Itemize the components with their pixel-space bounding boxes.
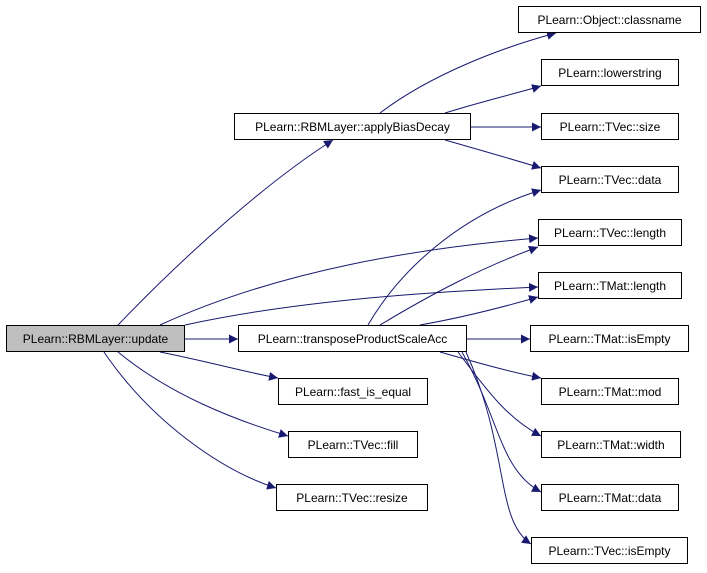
node-tmat-mod[interactable]: PLearn::TMat::mod (541, 378, 679, 405)
node-lowerstring[interactable]: PLearn::lowerstring (541, 59, 679, 86)
node-tvec-length[interactable]: PLearn::TVec::length (538, 219, 682, 246)
node-rbmlayer-applybiasdecay[interactable]: PLearn::RBMLayer::applyBiasDecay (234, 113, 471, 140)
node-tvec-resize[interactable]: PLearn::TVec::resize (276, 484, 428, 511)
node-tvec-data[interactable]: PLearn::TVec::data (541, 166, 679, 193)
node-transposeproductscaleacc[interactable]: PLearn::transposeProductScaleAcc (238, 325, 467, 352)
edge-applyBiasDecay-lowerstring (444, 84, 542, 114)
node-tmat-data[interactable]: PLearn::TMat::data (541, 484, 679, 511)
node-object-classname[interactable]: PLearn::Object::classname (518, 6, 701, 33)
node-rbmlayer-update[interactable]: PLearn::RBMLayer::update (6, 325, 185, 352)
edge-applyBiasDecay-tvec_data (444, 139, 542, 170)
edge-transpose-tmat_length (419, 295, 539, 326)
node-tmat-length[interactable]: PLearn::TMat::length (538, 272, 682, 299)
edge-update-tmat_length (184, 282, 539, 326)
edge-update-tvec_fill (117, 351, 289, 438)
edge-transpose-tvec_isEmpty (465, 351, 532, 545)
edge-transpose-tmat_width (457, 351, 542, 437)
node-tmat-isempty[interactable]: PLearn::TMat::isEmpty (530, 325, 689, 352)
node-fast-is-equal[interactable]: PLearn::fast_is_equal (278, 378, 428, 405)
node-tmat-width[interactable]: PLearn::TMat::width (541, 431, 681, 458)
node-tvec-isempty[interactable]: PLearn::TVec::isEmpty (531, 537, 688, 564)
edge-applyBiasDecay-object_classname (379, 30, 557, 114)
edge-transpose-tvec_data (367, 188, 542, 326)
edge-update-fast_is_equal (159, 351, 279, 381)
edge-update-tvec_resize (103, 351, 277, 490)
edge-transpose-tmat_data (461, 351, 542, 493)
node-tvec-size[interactable]: PLearn::TVec::size (541, 113, 679, 140)
node-tvec-fill[interactable]: PLearn::TVec::fill (288, 431, 418, 458)
edge-update-tvec_length (159, 234, 539, 326)
edge-update-applyBiasDecay (117, 139, 334, 326)
edge-transpose-tvec_length (379, 245, 539, 326)
edge-transpose-tmat_mod (439, 351, 542, 381)
